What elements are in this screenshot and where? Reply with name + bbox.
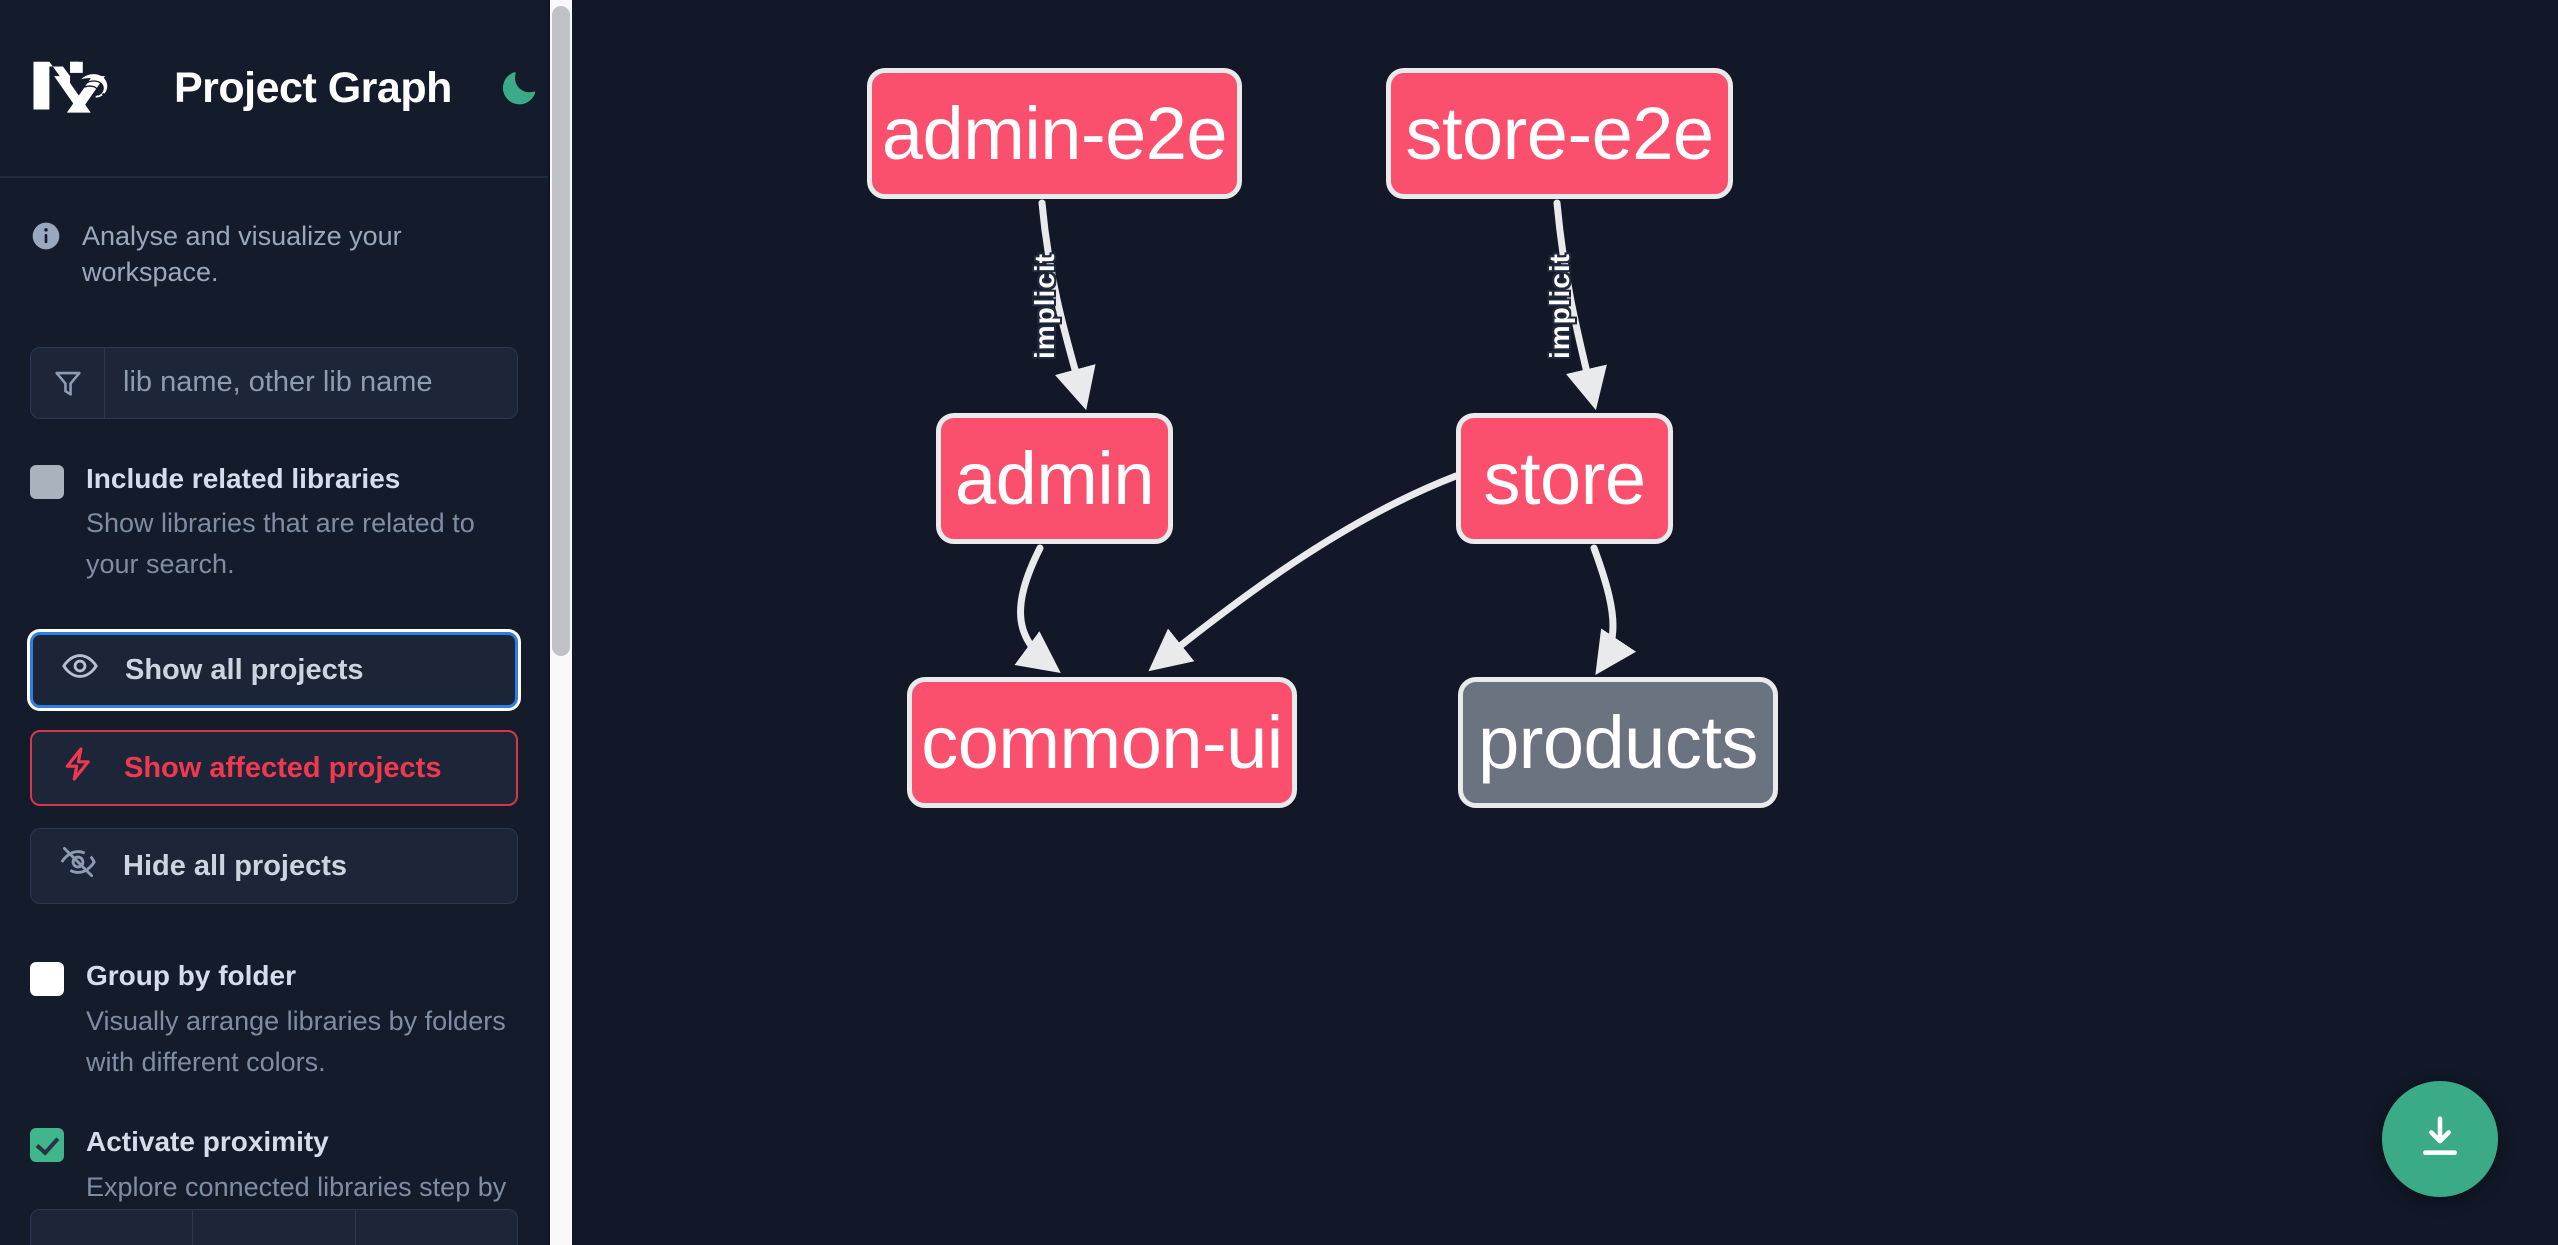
sidebar-body: Analyse and visualize your workspace. In…: [0, 178, 548, 1245]
sidebar-scrollbar-thumb[interactable]: [552, 6, 570, 656]
graph-node-admin[interactable]: admin: [936, 413, 1173, 544]
node-label: admin: [954, 437, 1155, 520]
sidebar: Project Graph Analyse and visualize your…: [0, 0, 548, 1245]
filter-icon: [31, 347, 105, 418]
workspace-note-text: Analyse and visualize your workspace.: [82, 221, 402, 288]
node-label: store: [1483, 437, 1646, 520]
eye-off-icon: [59, 843, 97, 889]
lightning-icon: [60, 745, 98, 791]
proximity-step-decrease[interactable]: [31, 1210, 194, 1245]
option-group-by-folder[interactable]: Group by folder Visually arrange librari…: [30, 956, 518, 1082]
checkbox-include-related-libraries[interactable]: [30, 464, 64, 499]
option-include-related-libraries[interactable]: Include related libraries Show libraries…: [30, 459, 518, 585]
checkbox-group-by-folder[interactable]: [30, 962, 64, 997]
show-all-projects-button[interactable]: Show all projects: [30, 632, 518, 709]
node-label: common-ui: [921, 701, 1283, 784]
graph-node-admin-e2e[interactable]: admin-e2e: [867, 68, 1242, 199]
checkbox-activate-proximity[interactable]: [30, 1128, 64, 1163]
edge-label-implicit-store: implicit: [1544, 252, 1576, 360]
edge-admin-e2e-to-admin: [1038, 199, 1096, 411]
graph-edges: [1014, 199, 1637, 675]
info-icon: [30, 220, 62, 257]
proximity-step-value[interactable]: [193, 1210, 356, 1245]
graph-canvas[interactable]: admin-e2e store-e2e admin store common-u…: [572, 0, 2558, 1245]
option-label: Include related libraries: [86, 462, 401, 494]
search-input[interactable]: [105, 347, 517, 418]
option-label: Group by folder: [86, 960, 296, 992]
option-label: Activate proximity: [86, 1126, 329, 1158]
node-label: admin-e2e: [881, 92, 1228, 175]
graph-node-products[interactable]: products: [1458, 677, 1778, 808]
edge-store-e2e-to-store: [1553, 199, 1607, 411]
edge-store-to-common-ui: [1148, 472, 1460, 672]
graph-node-store[interactable]: store: [1456, 413, 1673, 544]
node-label: store-e2e: [1405, 92, 1714, 175]
graph-node-common-ui[interactable]: common-ui: [907, 677, 1297, 808]
node-label: products: [1478, 701, 1758, 784]
edge-admin-to-common-ui: [1014, 544, 1061, 673]
option-description: Visually arrange libraries by folders wi…: [86, 1006, 506, 1077]
visibility-button-group: Show all projects Show affected projects: [30, 632, 518, 905]
download-image-button[interactable]: [2382, 1081, 2498, 1197]
filter-box[interactable]: [30, 346, 518, 419]
edge-store-to-products: [1590, 544, 1637, 675]
download-icon: [2414, 1111, 2466, 1168]
page-title: Project Graph: [174, 63, 452, 112]
hide-all-projects-button[interactable]: Hide all projects: [30, 828, 518, 905]
button-label: Hide all projects: [123, 849, 348, 882]
proximity-step-group[interactable]: [30, 1209, 518, 1245]
eye-icon: [61, 647, 99, 693]
option-description: Show libraries that are related to your …: [86, 508, 475, 579]
sidebar-header: Project Graph: [0, 0, 548, 178]
show-affected-projects-button[interactable]: Show affected projects: [30, 730, 518, 807]
nx-logo-icon: [30, 57, 126, 119]
graph-node-store-e2e[interactable]: store-e2e: [1386, 68, 1733, 199]
moon-icon[interactable]: [496, 65, 542, 111]
button-label: Show all projects: [125, 653, 364, 686]
button-label: Show affected projects: [124, 751, 442, 784]
edge-label-implicit-admin: implicit: [1029, 252, 1061, 360]
proximity-step-increase[interactable]: [356, 1210, 517, 1245]
workspace-note: Analyse and visualize your workspace.: [30, 178, 518, 291]
